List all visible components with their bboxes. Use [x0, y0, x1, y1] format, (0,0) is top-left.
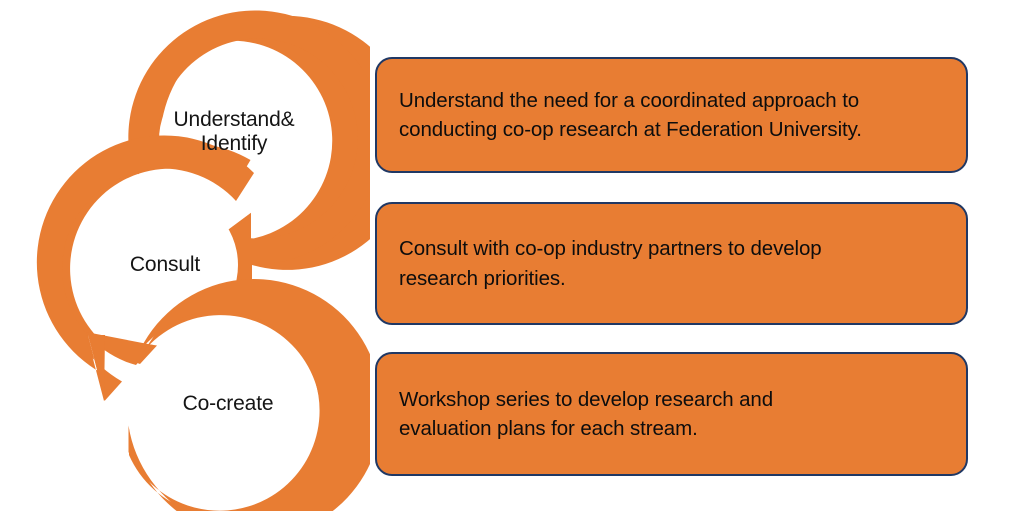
description-text-co-create: Workshop series to develop research and …	[399, 387, 774, 440]
description-box-consult: Consult with co-op industry partners to …	[375, 202, 968, 325]
arrow-hole-1	[159, 67, 305, 213]
arrow-band-3	[128, 278, 370, 511]
arrow-path-1	[132, 15, 370, 290]
description-text-understand-identify: Understand the need for a coordinated ap…	[399, 88, 862, 141]
cycle-arrows-graphic: Understand& Identify Consult Co-create	[0, 0, 370, 511]
circular-arrow-co-create	[128, 278, 370, 511]
cycle-arrows-svg	[36, 10, 370, 511]
arrow-hole-3	[155, 332, 301, 478]
arrow-band-1	[128, 10, 370, 291]
description-text-consult: Consult with co-op industry partners to …	[399, 237, 822, 290]
description-box-understand-identify: Understand the need for a coordinated ap…	[375, 57, 968, 173]
circular-arrow-understand-identify	[128, 10, 370, 291]
description-box-co-create: Workshop series to develop research and …	[375, 352, 968, 476]
arrow-band-2	[36, 135, 254, 401]
arrowhead-tail	[88, 335, 105, 401]
arrowhead-consult-to-co-create	[88, 335, 105, 401]
